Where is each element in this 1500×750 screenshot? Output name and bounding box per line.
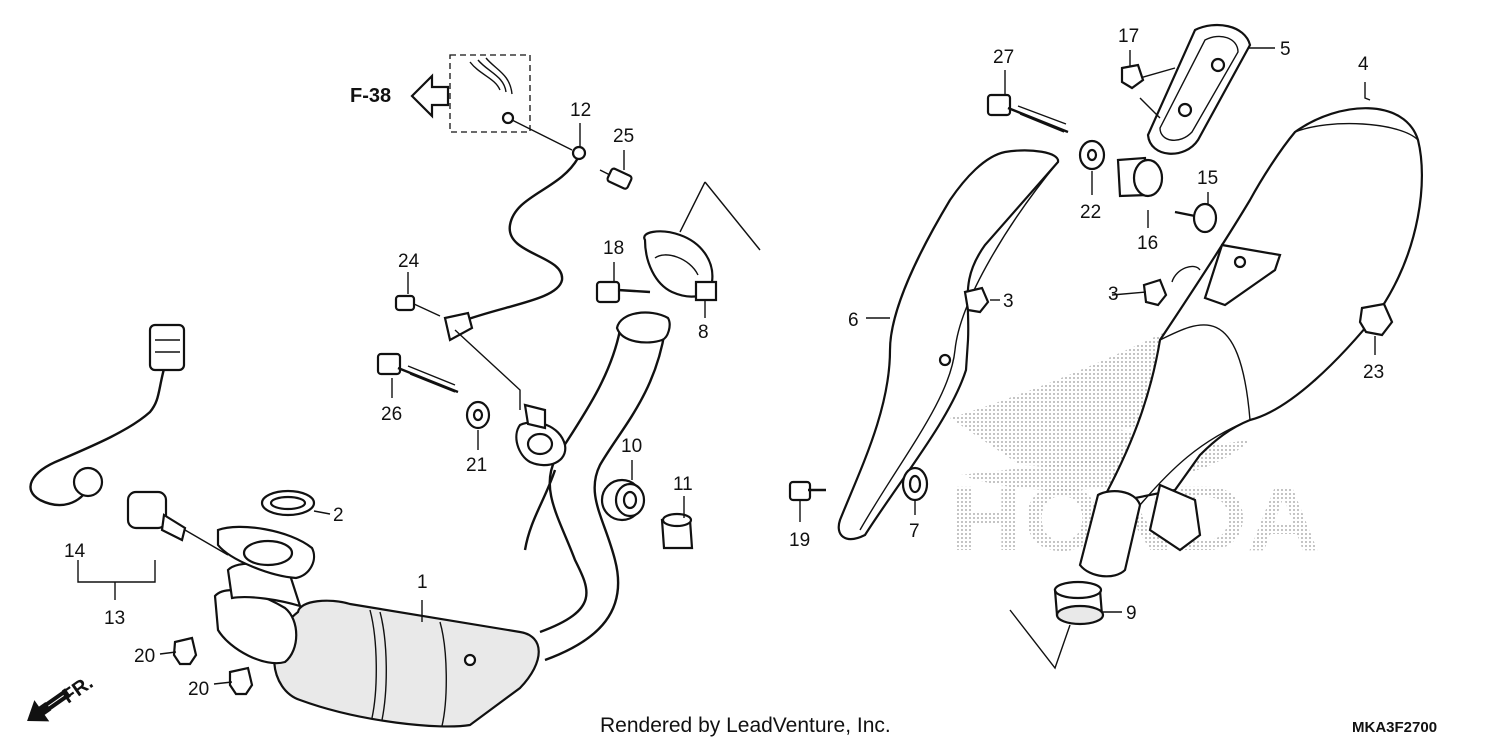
part-label-20b: 20 [188, 679, 209, 700]
front-arrow-icon [27, 688, 71, 722]
part-label-25: 25 [613, 126, 634, 147]
nut-20a [172, 636, 198, 666]
bolt-18 [595, 280, 651, 304]
part-label-9: 9 [1126, 603, 1137, 624]
leader-lines [114, 47, 1376, 685]
nut-3b [1142, 278, 1168, 307]
part-label-15: 15 [1197, 168, 1218, 189]
credit-text: Rendered by LeadVenture, Inc. [600, 714, 891, 737]
muffler-cover-5 [1146, 23, 1252, 155]
part-label-10: 10 [621, 436, 642, 457]
part-label-6: 6 [848, 310, 859, 331]
part-label-21: 21 [466, 455, 487, 476]
part-label-17: 17 [1118, 26, 1139, 47]
part-label-3a: 3 [1003, 291, 1014, 312]
reference-label: F-38 [350, 85, 391, 107]
part-label-19: 19 [789, 530, 810, 551]
bolt-19 [788, 480, 826, 502]
nut-3a [963, 286, 990, 314]
part-label-18: 18 [603, 238, 624, 259]
part-label-1: 1 [417, 572, 428, 593]
diagram-code: MKA3F2700 [1352, 719, 1437, 736]
part-label-23: 23 [1363, 362, 1384, 383]
part-label-24: 24 [398, 251, 420, 272]
heat-shield-6 [837, 149, 1060, 541]
part-label-27: 27 [993, 47, 1014, 68]
part-label-11: 11 [673, 474, 693, 495]
rubber-9 [1053, 580, 1105, 626]
collar-16 [1116, 156, 1164, 198]
muffler-4 [1078, 107, 1423, 578]
grommet-10 [600, 478, 646, 522]
bolt-24 [394, 294, 441, 317]
bolt-26 [376, 352, 459, 394]
part-label-16: 16 [1137, 233, 1158, 254]
part-label-4: 4 [1358, 54, 1369, 75]
exhaust-clamp-8 [643, 230, 718, 302]
part-label-22: 22 [1080, 202, 1101, 223]
collar-11 [660, 512, 694, 550]
bolt-25 [599, 167, 633, 190]
reference-detail-box [449, 54, 531, 133]
part-label-13: 13 [104, 608, 125, 629]
part-label-2: 2 [333, 505, 344, 526]
exhaust-pipe-1 [213, 311, 671, 728]
bolt-15 [1174, 202, 1218, 234]
direction-label: FR. [58, 672, 97, 709]
part-label-8: 8 [698, 322, 709, 343]
nut-20b [228, 666, 254, 696]
part-label-3b: 3 [1108, 284, 1119, 305]
part-label-7: 7 [909, 521, 920, 542]
cable-terminal [443, 311, 474, 342]
reference-arrow-icon [410, 73, 450, 119]
ground-cable [459, 157, 580, 324]
part-label-14: 14 [64, 541, 86, 562]
part-label-26: 26 [381, 404, 402, 425]
part-label-20a: 20 [134, 646, 155, 667]
nut-23 [1358, 302, 1394, 337]
nut-17 [1120, 63, 1145, 90]
part-label-5: 5 [1280, 39, 1291, 60]
o2-sensor-14 [29, 323, 229, 556]
bolt-27 [986, 93, 1069, 134]
part-label-12: 12 [570, 100, 591, 121]
